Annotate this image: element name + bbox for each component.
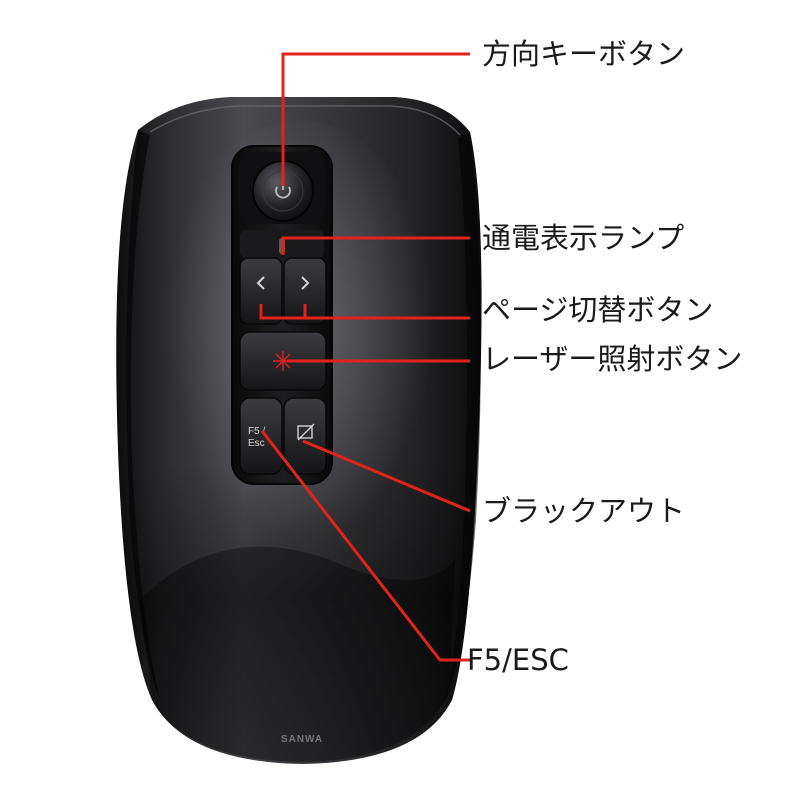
callout-power-lamp: 通電表示ランプ: [482, 221, 685, 255]
f5-esc-label-line2: Esc: [248, 438, 265, 449]
blackout-icon: [297, 423, 315, 441]
leader-page-switch-left: [259, 304, 470, 320]
brand-logo: SANWA: [281, 734, 323, 745]
blackout-button[interactable]: [283, 397, 327, 475]
leader-direction-key: [281, 52, 470, 186]
page-switch-buttons: [239, 257, 327, 325]
page-prev-button[interactable]: [239, 257, 283, 325]
callout-laser-button: レーザー照射ボタン: [482, 342, 743, 376]
callout-blackout: ブラックアウト: [482, 494, 686, 528]
chevron-left-icon: [256, 276, 265, 290]
leader-lines: [259, 52, 471, 662]
callout-direction-key: 方向キーボタン: [482, 37, 686, 71]
f5-esc-label-line1: F5 /: [248, 426, 265, 437]
f5-esc-button[interactable]: F5 / Esc: [239, 397, 283, 475]
callout-f5-esc: F5/ESC: [467, 643, 569, 677]
laser-star-icon: [273, 351, 293, 371]
chevron-right-icon: [301, 276, 310, 290]
leader-blackout: [302, 439, 471, 513]
direction-key-button[interactable]: [238, 152, 326, 224]
page-next-button[interactable]: [283, 257, 327, 325]
leader-f5-esc: [260, 430, 470, 662]
callout-page-switch: ページ切替ボタン: [482, 293, 714, 327]
leader-power-lamp: [281, 236, 470, 255]
